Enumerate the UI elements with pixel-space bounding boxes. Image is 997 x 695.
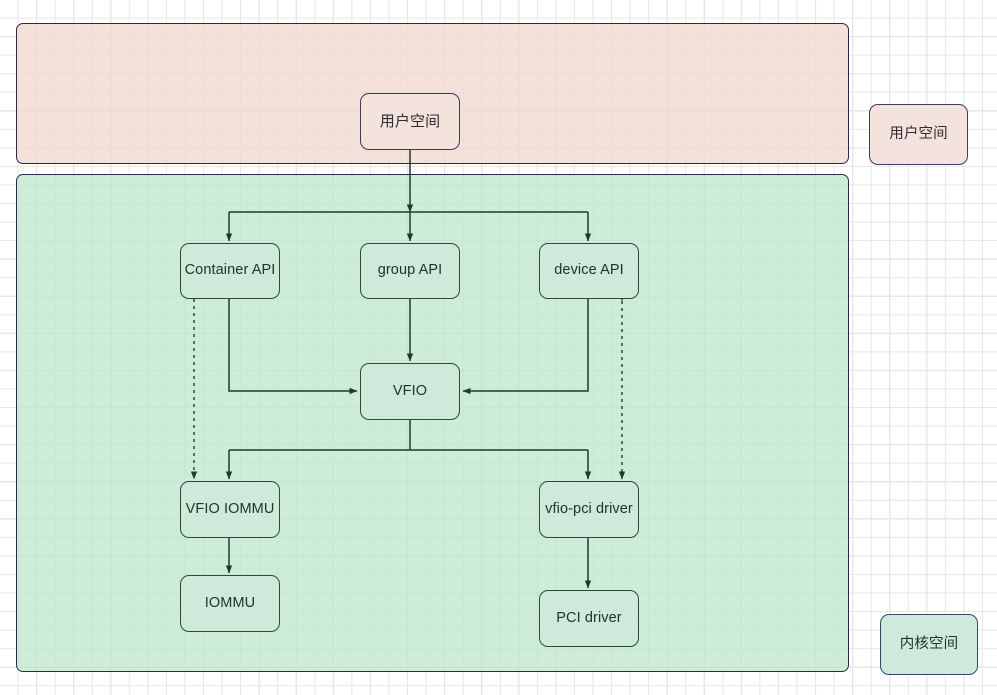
node-container-api[interactable]: Container API: [180, 243, 280, 299]
node-device-api[interactable]: device API: [539, 243, 639, 299]
node-group-api[interactable]: group API: [360, 243, 460, 299]
node-pci-driver[interactable]: PCI driver: [539, 590, 639, 647]
node-vfio[interactable]: VFIO: [360, 363, 460, 420]
node-user-space[interactable]: 用户空间: [360, 93, 460, 150]
node-iommu[interactable]: IOMMU: [180, 575, 280, 632]
legend-kernel-space[interactable]: 内核空间: [880, 614, 978, 675]
legend-user-space[interactable]: 用户空间: [869, 104, 968, 165]
node-vfio-pci-driver[interactable]: vfio-pci driver: [539, 481, 639, 538]
node-vfio-iommu[interactable]: VFIO IOMMU: [180, 481, 280, 538]
